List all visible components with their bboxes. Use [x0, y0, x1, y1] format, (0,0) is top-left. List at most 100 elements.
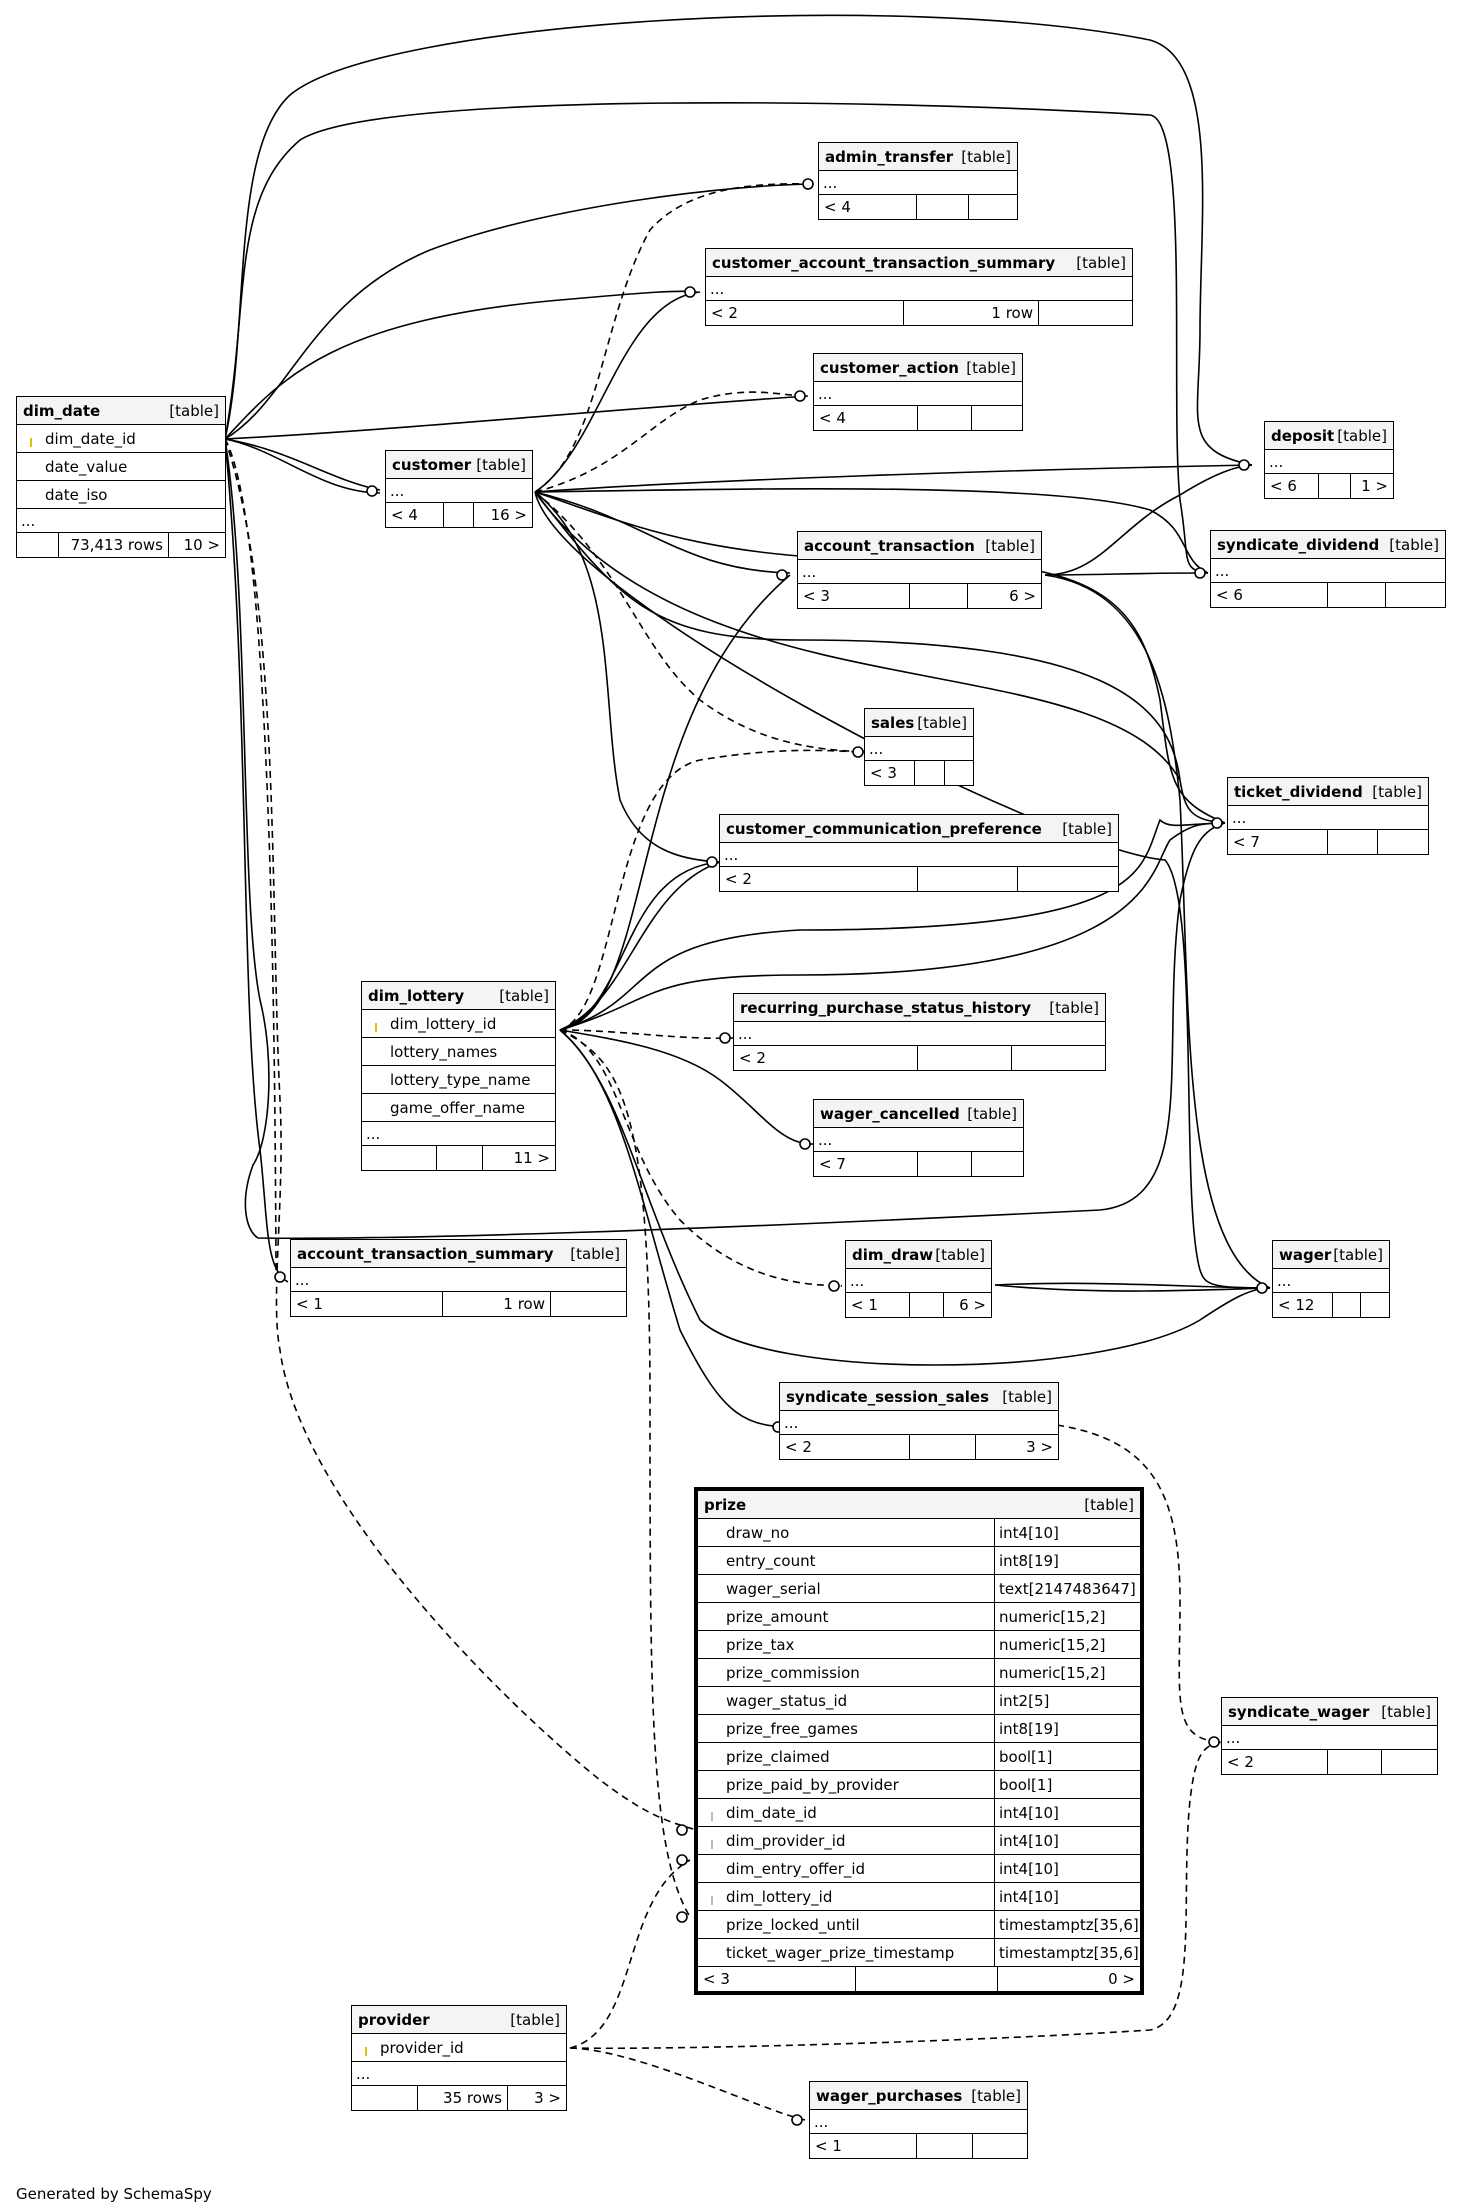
table-header: customer_account_transaction_summary[tab…: [706, 249, 1132, 277]
more-columns: ...: [1211, 559, 1445, 583]
table-dim-date[interactable]: dim_date[table] dim_date_id date_value d…: [16, 396, 226, 558]
table-footer: < 4: [819, 195, 1017, 219]
table-header: syndicate_session_sales[table]: [780, 1383, 1058, 1411]
table-dim-lottery[interactable]: dim_lottery[table] dim_lottery_id lotter…: [361, 981, 556, 1171]
more-columns: ...: [720, 843, 1118, 867]
more-columns: ...: [865, 737, 973, 761]
more-columns: ...: [798, 560, 1041, 584]
table-header: ticket_dividend[table]: [1228, 778, 1428, 806]
table-wager[interactable]: wager[table] ... < 12: [1272, 1240, 1390, 1318]
more-columns: ...: [734, 1022, 1105, 1046]
column-row: provider_id: [352, 2034, 566, 2062]
table-header: dim_draw[table]: [846, 1241, 991, 1269]
more-columns: ...: [1273, 1269, 1389, 1293]
column-row: date_iso: [17, 481, 225, 509]
table-sales[interactable]: sales[table] ... < 3: [864, 708, 974, 786]
table-header: syndicate_wager[table]: [1222, 1698, 1437, 1726]
table-header: provider[table]: [352, 2006, 566, 2034]
more-columns: ...: [810, 2110, 1027, 2134]
table-wager-purchases[interactable]: wager_purchases[table] ... < 1: [809, 2081, 1028, 2159]
table-footer: < 12: [1273, 1293, 1389, 1317]
table-recurring-purchase-status-history[interactable]: recurring_purchase_status_history[table]…: [733, 993, 1106, 1071]
more-columns: ...: [352, 2062, 566, 2086]
table-header: recurring_purchase_status_history[table]: [734, 994, 1105, 1022]
table-wager-cancelled[interactable]: wager_cancelled[table] ... < 7: [813, 1099, 1024, 1177]
table-header: dim_lottery[table]: [362, 982, 555, 1010]
more-columns: ...: [291, 1268, 626, 1292]
table-header: sales[table]: [865, 709, 973, 737]
table-customer-action[interactable]: customer_action[table] ... < 4: [813, 353, 1023, 431]
table-footer: < 2: [1222, 1750, 1437, 1774]
column-row: date_value: [17, 453, 225, 481]
table-header: customer_action[table]: [814, 354, 1022, 382]
table-customer-account-transaction-summary[interactable]: customer_account_transaction_summary[tab…: [705, 248, 1133, 326]
more-columns: ...: [706, 277, 1132, 301]
table-header: customer_communication_preference[table]: [720, 815, 1118, 843]
table-footer: < 7: [1228, 830, 1428, 854]
foreign-key-icon: [702, 1888, 722, 1905]
more-columns: ...: [819, 171, 1017, 195]
table-header: customer[table]: [386, 451, 532, 479]
column-row: dim_lottery_id: [362, 1010, 555, 1038]
more-columns: ...: [780, 1411, 1058, 1435]
more-columns: ...: [814, 1128, 1023, 1152]
more-columns: ...: [17, 509, 225, 533]
table-header: deposit[table]: [1265, 422, 1393, 450]
table-account-transaction-summary[interactable]: account_transaction_summary[table] ... <…: [290, 1239, 627, 1317]
column-row: dim_date_id: [17, 425, 225, 453]
table-syndicate-wager[interactable]: syndicate_wager[table] ... < 2: [1221, 1697, 1438, 1775]
table-header: wager_purchases[table]: [810, 2082, 1027, 2110]
table-admin-transfer[interactable]: admin_transfer[table] ... < 4: [818, 142, 1018, 220]
table-header: syndicate_dividend[table]: [1211, 531, 1445, 559]
more-columns: ...: [1222, 1726, 1437, 1750]
table-header: admin_transfer[table]: [819, 143, 1017, 171]
table-footer: < 3: [865, 761, 973, 785]
table-customer-communication-preference[interactable]: customer_communication_preference[table]…: [719, 814, 1119, 892]
table-header: account_transaction[table]: [798, 532, 1041, 560]
table-footer: < 2: [734, 1046, 1105, 1070]
table-footer: < 2: [720, 867, 1118, 891]
table-ticket-dividend[interactable]: ticket_dividend[table] ... < 7: [1227, 777, 1429, 855]
table-header: wager[table]: [1273, 1241, 1389, 1269]
primary-key-icon: [356, 2039, 376, 2056]
column-row: lottery_names: [362, 1038, 555, 1066]
generated-by-footer: Generated by SchemaSpy: [16, 2185, 212, 2203]
primary-key-icon: [366, 1015, 386, 1032]
more-columns: ...: [846, 1269, 991, 1293]
more-columns: ...: [814, 382, 1022, 406]
table-header: dim_date[table]: [17, 397, 225, 425]
table-footer: < 4: [814, 406, 1022, 430]
table-syndicate-dividend[interactable]: syndicate_dividend[table] ... < 6: [1210, 530, 1446, 608]
